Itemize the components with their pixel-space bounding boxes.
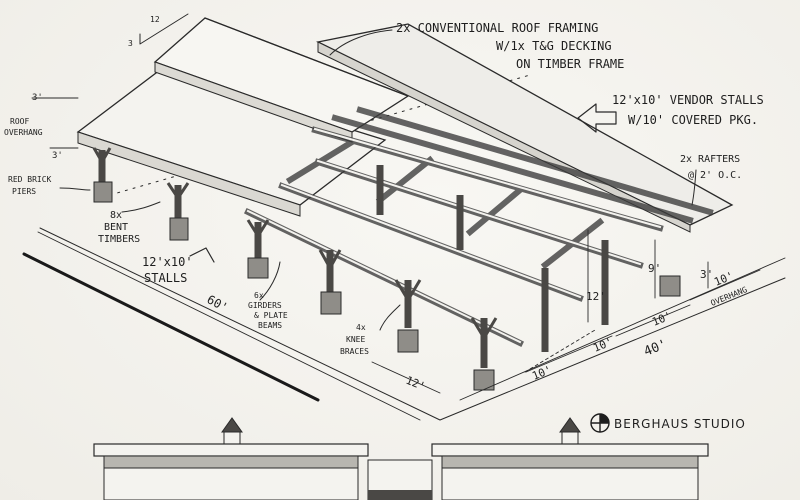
note-knee-braces: 4x KNEE BRACES [340,323,369,356]
studio-logo: BERGHAUS STUDIO [590,413,746,433]
note-girders-line1: 6x [254,291,264,300]
note-girders-line2: GIRDERS [248,301,282,310]
note-bent-timbers-line2: BENT [104,222,128,233]
note-roof-framing-line3: ON TIMBER FRAME [516,57,624,71]
pitch-rise: 3 [128,39,133,48]
knee-braces [92,147,498,341]
ground-shadow-line [22,252,320,402]
elevation-right [431,417,709,500]
note-girders-line3: & PLATE [254,311,288,320]
note-stalls-line1: 12'x10' [142,255,193,269]
dim-overhang-top: 3' [32,93,43,103]
dim-width-12: 12' [404,374,427,393]
note-bent-timbers-line1: 8x [110,210,122,221]
dim-bay-b: 10' [591,335,614,354]
dimension-lines [31,97,786,421]
timber-posts [98,150,609,368]
note-roof-framing-line1: 2x CONVENTIONAL ROOF FRAMING [396,21,598,35]
note-girders: 6x GIRDERS & PLATE BEAMS [248,291,288,330]
leader-lines [59,29,697,331]
note-girders-line4: BEAMS [258,321,282,330]
note-vendor-stalls-line1: 12'x10' VENDOR STALLS [612,93,764,107]
dim-height-9: 9' [648,262,661,275]
top-roof [153,17,410,143]
note-roof-framing-line2: W/1x T&G DECKING [496,39,612,53]
stall-arrow [189,103,617,263]
elevation-center [367,459,433,500]
pitch-run: 12 [150,15,160,24]
note-brick-piers: RED BRICK PIERS [8,175,52,196]
dim-overhang-bottom: 3' [52,151,63,161]
dim-bay-c: 10' [650,309,673,328]
brick-piers [93,181,681,391]
note-vendor-stalls-line2: W/10' COVERED PKG. [628,113,758,127]
note-knee-braces-line1: 4x [356,323,366,332]
note-roof-overhang: ROOF OVERHANG [4,117,43,137]
note-roof-overhang-line1: ROOF [10,117,29,126]
note-stalls: 12'x10' STALLS [142,255,193,285]
note-brick-piers-line2: PIERS [12,187,36,196]
right-roof [315,23,734,233]
note-roof-framing: 2x CONVENTIONAL ROOF FRAMING W/1x T&G DE… [396,21,624,71]
roof-pitch-symbol [139,13,189,45]
note-rafters: 2x RAFTERS @ 2' O.C. [680,154,742,181]
dim-length: 60' [205,292,231,315]
note-brick-piers-line1: RED BRICK [8,175,52,184]
note-vendor-stalls: 12'x10' VENDOR STALLS W/10' COVERED PKG. [612,93,764,127]
note-bent-timbers: 8x BENT TIMBERS [98,210,140,245]
note-rafters-line2: @ 2' O.C. [688,170,742,181]
dim-height-12: 12' [586,290,606,303]
dim-overhang-10: 10' [712,269,735,288]
dim-height-3: 3' [700,268,713,281]
note-bent-timbers-line3: TIMBERS [98,234,140,245]
note-knee-braces-line3: BRACES [340,347,369,356]
studio-name: BERGHAUS STUDIO [614,417,746,431]
dim-width-40: 40' [642,337,669,360]
note-rafters-line1: 2x RAFTERS [680,154,740,165]
note-stalls-line2: STALLS [144,271,187,285]
note-roof-overhang-line2: OVERHANG [4,128,43,137]
elevation-left [93,417,369,500]
note-knee-braces-line2: KNEE [346,335,365,344]
dim-bay-a: 10' [530,363,553,382]
